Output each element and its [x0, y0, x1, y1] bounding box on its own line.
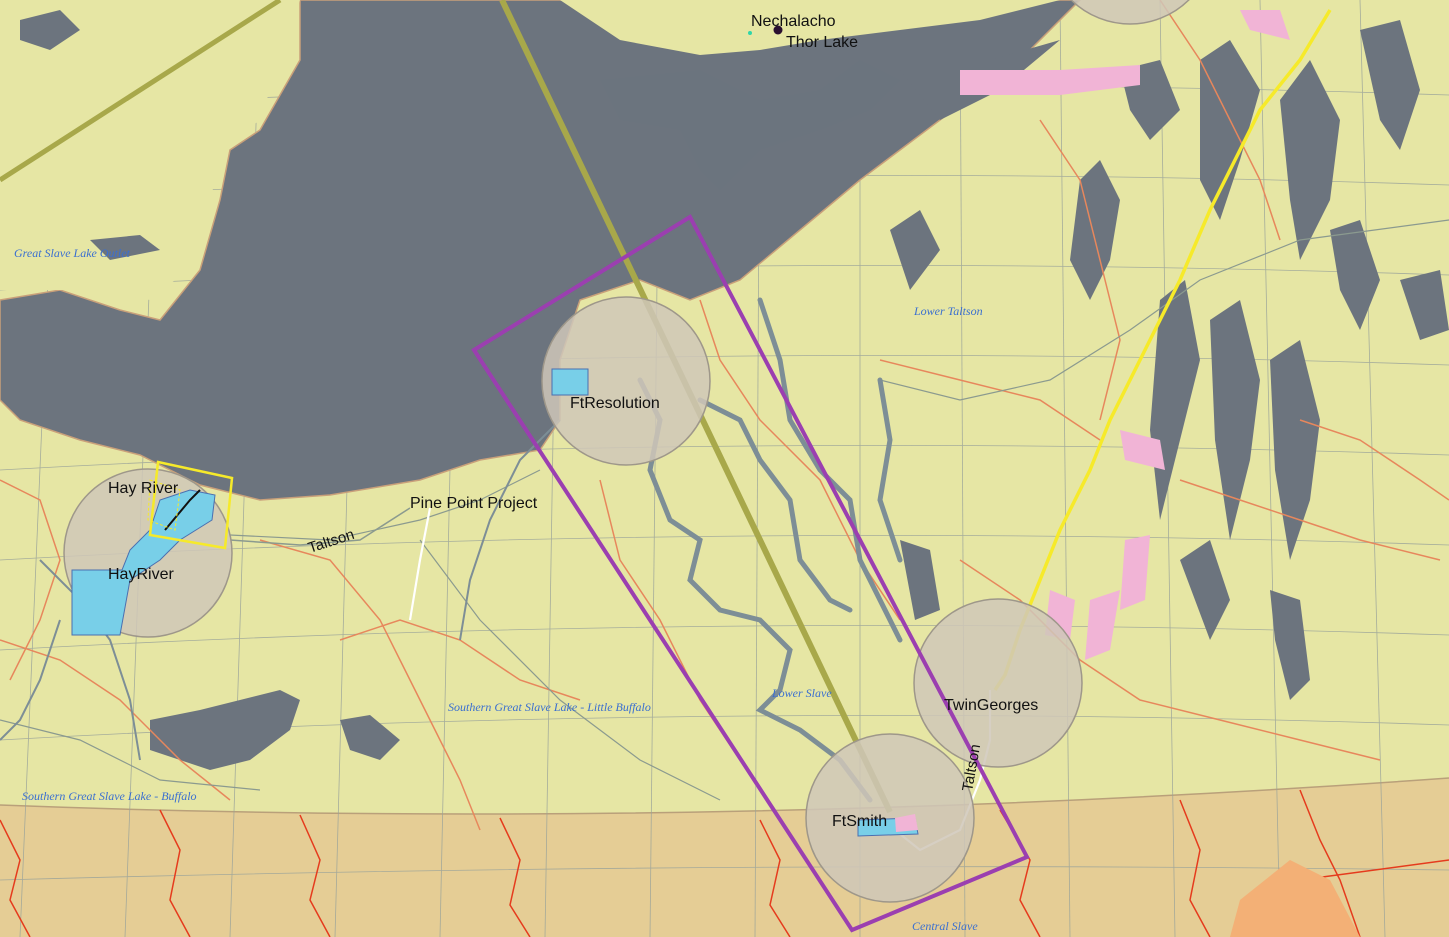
north-shore	[560, 0, 1060, 55]
ft-resolution-area	[551, 368, 589, 396]
watershed-lines	[0, 219, 1449, 801]
region-label-lower-slave: Lower Slave	[771, 686, 832, 700]
region-label-southern-buffalo: Southern Great Slave Lake - Buffalo	[22, 789, 197, 803]
hay-river-area	[71, 489, 216, 636]
small-lake-outlet	[90, 235, 160, 260]
lake-islands	[600, 60, 900, 190]
label-twin-georges: TwinGeorges	[944, 697, 1038, 714]
rivers	[637, 297, 903, 803]
pine-point-road	[408, 507, 432, 621]
northwest-land	[0, 0, 300, 300]
label-hay-river-upper: Hay River	[108, 480, 179, 497]
label-thor-lake: Thor Lake	[786, 34, 858, 51]
study-area-box[interactable]	[471, 214, 1030, 933]
twin-georges-buffer	[913, 598, 1083, 768]
hay-river-dotted	[147, 479, 181, 531]
region-label-lower-taltson: Lower Taltson	[913, 304, 983, 318]
southern-orange-patch	[1230, 860, 1360, 937]
nechalacho-marker[interactable]	[773, 25, 783, 35]
ft-smith-buffer	[805, 733, 975, 903]
ft-resolution-buffer	[541, 296, 711, 466]
nechalacho-point	[748, 31, 752, 35]
label-nechalacho: Nechalacho	[751, 13, 836, 30]
hay-river-yellow-box	[148, 460, 234, 550]
north-buffer-partial	[1070, 0, 1190, 25]
label-pine-point: Pine Point Project	[410, 495, 538, 512]
pink-zones	[960, 10, 1290, 660]
southern-land-area	[0, 778, 1449, 937]
region-label-great-slave-outlet: Great Slave Lake Outlet	[14, 246, 131, 260]
region-label-southern-little-buffalo: Southern Great Slave Lake - Little Buffa…	[448, 700, 651, 714]
transmission-line-nw	[0, 0, 282, 183]
ft-smith-pink	[895, 814, 918, 832]
thin-rivers	[0, 419, 561, 761]
hay-river-black	[164, 489, 201, 531]
label-hay-river-lower: HayRiver	[108, 566, 174, 583]
region-label-central-slave: Central Slave	[912, 919, 978, 933]
southwest-lake-2	[340, 715, 400, 760]
taltson-line	[229, 507, 411, 546]
provincial-border	[0, 777, 1449, 815]
small-lake-nw	[20, 10, 80, 50]
southwest-lake	[150, 690, 300, 770]
label-ft-smith: FtSmith	[832, 813, 887, 830]
label-ft-resolution: FtResolution	[570, 395, 660, 412]
